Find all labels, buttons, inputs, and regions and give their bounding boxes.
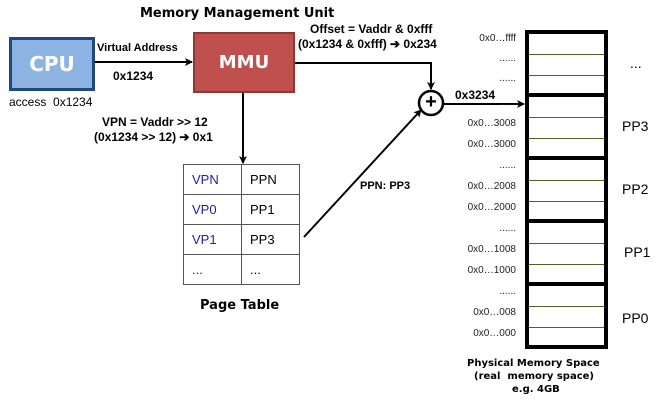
cpu-caption: access 0x1234 <box>9 95 93 109</box>
table-cell: VP0 <box>183 194 242 225</box>
address-label: ...... <box>499 286 516 297</box>
address-label: ...... <box>499 223 516 234</box>
cpu-label: CPU <box>29 52 75 76</box>
memory-block <box>525 156 608 219</box>
table-cell: PP3 <box>241 224 300 255</box>
page-label: PP3 <box>622 118 649 134</box>
memory-block <box>525 30 608 93</box>
memory-caption-line1: Physical Memory Space <box>467 358 600 369</box>
address-label: 0x0…1008 <box>467 244 516 255</box>
memory-caption-line3: e.g. 4GB <box>512 384 560 395</box>
page-label: ... <box>630 55 642 71</box>
address-label: ...... <box>499 53 516 64</box>
memory-caption-line2: (real memory space) <box>474 371 594 382</box>
table-cell: ... <box>241 254 300 285</box>
diagram-title: Memory Management Unit <box>140 6 335 21</box>
table-row: VP0 PP1 <box>183 194 300 225</box>
page-label: PP1 <box>624 244 651 260</box>
memory-block <box>525 282 608 349</box>
ppn-to-adder-arrow <box>303 109 422 238</box>
offset-formula: Offset = Vaddr & 0xfff <box>310 22 433 36</box>
cpu-box: CPU <box>9 37 95 91</box>
address-label: 0x0…008 <box>473 307 516 318</box>
address-label: 0x0…3000 <box>467 139 516 150</box>
vpn-formula: VPN = Vaddr >> 12 <box>102 115 208 129</box>
table-cell: VP1 <box>183 224 242 255</box>
vpn-example: (0x1234 >> 12) ➔ 0x1 <box>94 130 213 144</box>
address-label: 0x0…ffff <box>479 33 516 44</box>
mmu-box: MMU <box>193 32 295 93</box>
offset-example: (0x1234 & 0xfff) ➔ 0x234 <box>298 37 437 51</box>
table-cell: PP1 <box>241 194 300 225</box>
memory-block <box>525 93 608 156</box>
table-cell: PPN <box>241 164 300 195</box>
address-label: 0x0…3008 <box>467 118 516 129</box>
page-table: VPN PPN VP0 PP1 VP1 PP3 ... ... <box>183 164 300 285</box>
memory-block <box>525 219 608 282</box>
page-label: PP2 <box>622 181 649 197</box>
offset-line <box>295 62 435 90</box>
physical-address-value: 0x3234 <box>455 88 496 102</box>
physical-memory <box>525 30 608 349</box>
adder-symbol: + <box>425 91 437 113</box>
table-row: VP1 PP3 <box>183 224 300 255</box>
table-row: ... ... <box>183 254 300 285</box>
address-label: 0x0…2008 <box>467 181 516 192</box>
table-cell: VPN <box>183 164 242 195</box>
address-label: 0x0…000 <box>473 328 516 339</box>
address-label: ...... <box>499 160 516 171</box>
page-label: PP0 <box>622 310 649 326</box>
page-table-caption: Page Table <box>200 298 280 313</box>
table-cell: ... <box>183 254 242 285</box>
table-row: VPN PPN <box>183 164 300 195</box>
ppn-label: PPN: PP3 <box>360 180 411 192</box>
address-label: ...... <box>499 73 516 84</box>
address-label: 0x0…2000 <box>467 202 516 213</box>
virtual-address-label: Virtual Address <box>97 42 178 54</box>
mmu-label: MMU <box>218 52 270 73</box>
address-label: 0x0…1000 <box>467 265 516 276</box>
virtual-address-value: 0x1234 <box>113 69 154 83</box>
address-label: ...... <box>499 97 516 108</box>
